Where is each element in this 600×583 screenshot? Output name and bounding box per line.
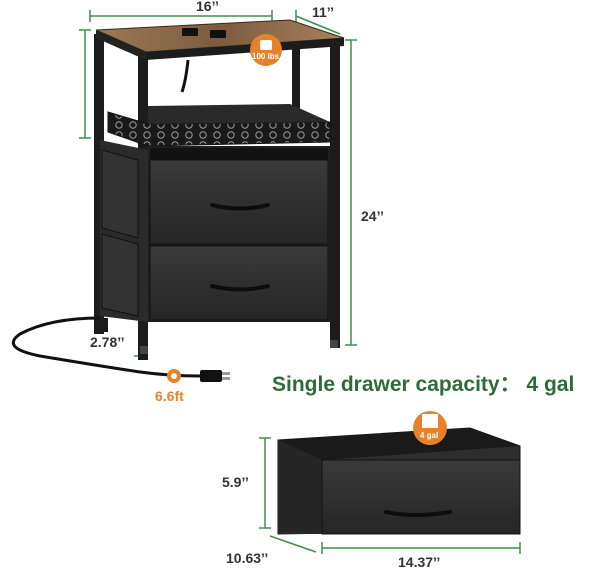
drawer-handle [384, 510, 452, 517]
foot [330, 340, 338, 348]
drawer-depth-label: 10.63’’ [226, 550, 269, 566]
power-cord [11, 316, 201, 378]
drawer-illustration [277, 427, 521, 535]
bottom-drawer [149, 245, 329, 321]
drawer-width-dimension-line [321, 542, 521, 554]
usb-port-icon [182, 28, 198, 36]
shelf-height-dimension-line [79, 29, 91, 139]
foot [140, 346, 148, 354]
side-drawer-panel [101, 233, 139, 317]
height-dimension-line [345, 39, 357, 346]
cord-length-label: 6.6ft [155, 388, 184, 404]
outlet-icon [210, 30, 226, 38]
weight-badge-label: 100 lbs [252, 52, 280, 61]
depth-label: 11’’ [312, 4, 335, 20]
mesh-shelf-rail [107, 104, 331, 147]
height-label: 24’’ [361, 208, 384, 224]
drawer-width-label: 14.37’’ [398, 554, 441, 570]
plug-icon [200, 370, 222, 382]
width-label: 16’’ [196, 0, 219, 14]
drawer-capacity-headline: Single drawer capacity： 4 gal [272, 373, 575, 396]
top-drawer [149, 159, 329, 245]
capacity-badge-icon [413, 411, 447, 445]
drawer-height-dimension-line [259, 437, 271, 529]
leg-height-label: 2.78’’ [90, 334, 125, 350]
drawer-handle [210, 203, 270, 211]
width-dimension-line [89, 10, 341, 35]
drawer-handle [210, 284, 270, 292]
inner-cable [180, 59, 190, 93]
side-drawer-panel [101, 149, 139, 239]
wood-tabletop [95, 19, 345, 60]
weight-badge-icon [250, 34, 282, 66]
drawer-depth-dimension-line [269, 535, 317, 553]
capacity-badge-label: 4 gal [420, 431, 439, 440]
drawer-height-label: 5.9’’ [222, 474, 249, 490]
